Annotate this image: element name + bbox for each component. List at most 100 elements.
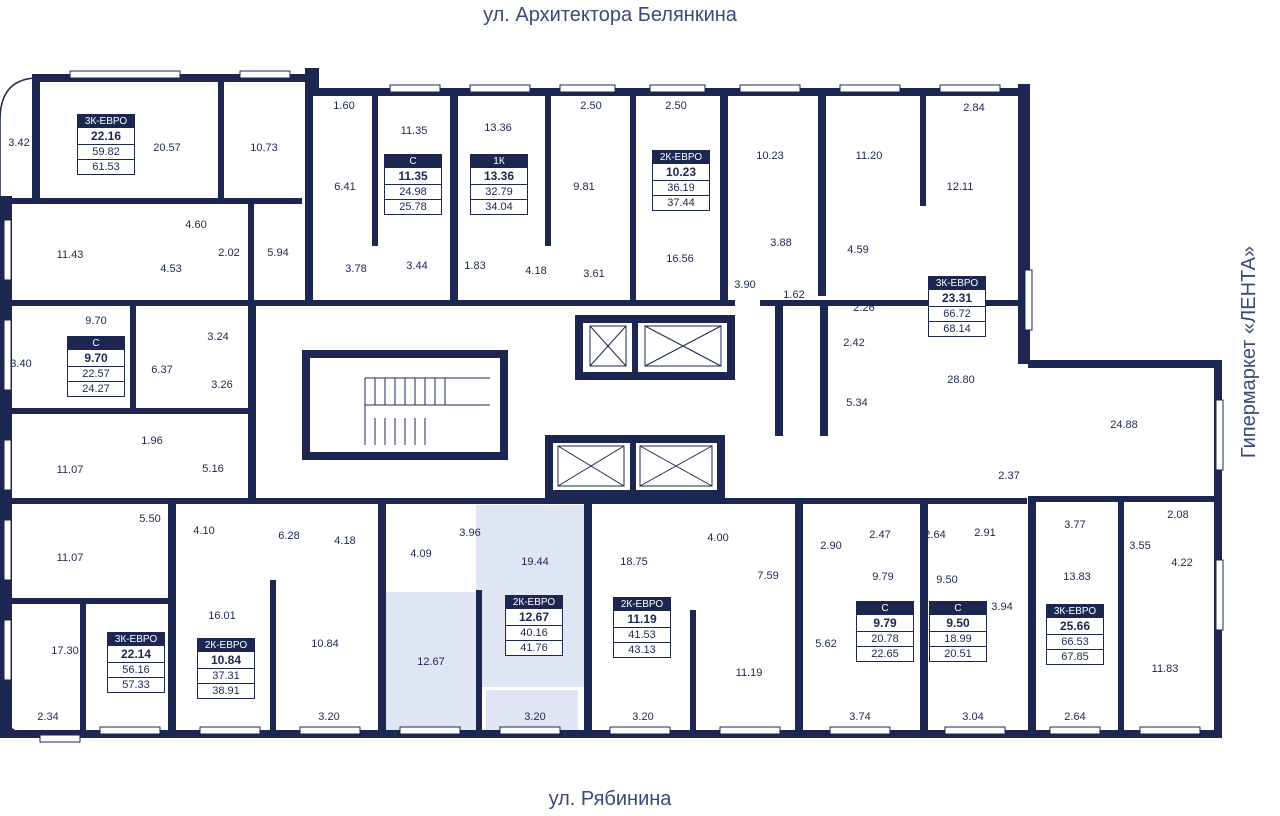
apartment-living-area: 11.35 [385, 168, 441, 185]
room-area: 16.01 [208, 610, 236, 622]
room-area: 5.34 [846, 397, 868, 409]
room-area: 4.09 [410, 548, 432, 560]
room-area: 16.56 [666, 253, 694, 265]
apartment-total-area: 56.16 [108, 663, 164, 678]
apartment-badge[interactable]: 2К-ЕВРО 10.23 36.19 37.44 [652, 150, 710, 211]
apartment-badge[interactable]: 3К-ЕВРО 23.31 66.72 68.14 [928, 276, 986, 337]
room-area: 3.44 [406, 260, 428, 272]
balconies [0, 77, 36, 737]
apartment-total-area: 22.57 [68, 367, 124, 382]
room-area: 3.04 [962, 711, 984, 723]
apartment-badge[interactable]: С 9.70 22.57 24.27 [67, 336, 125, 397]
room-area: 6.37 [151, 364, 173, 376]
room-area: 24.88 [1110, 419, 1138, 431]
apartment-badge[interactable]: 2К-ЕВРО 10.84 37.31 38.91 [197, 638, 255, 699]
room-area: 11.07 [56, 464, 84, 476]
room-area: 3.20 [318, 711, 340, 723]
apartment-badge[interactable]: 3К-ЕВРО 22.14 56.16 57.33 [107, 632, 165, 693]
windows [3, 70, 1224, 743]
apartment-full-area: 22.65 [871, 648, 899, 660]
apartment-full-area: 34.04 [485, 201, 513, 213]
apartment-badge[interactable]: С 9.79 20.78 22.65 [856, 601, 914, 662]
apartment-full-area: 37.44 [667, 197, 695, 209]
apartment-living-area: 9.79 [857, 615, 913, 632]
room-area: 2.34 [37, 711, 59, 723]
apartment-total-area: 24.98 [385, 185, 441, 200]
room-area: 3.90 [734, 279, 756, 291]
room-area: 9.81 [573, 181, 595, 193]
room-area: 1.96 [141, 435, 163, 447]
room-area: 4.00 [707, 532, 729, 544]
apartment-living-area: 12.67 [506, 609, 562, 626]
room-area: 1.62 [783, 289, 805, 301]
apartment-badge[interactable]: 3К-ЕВРО 25.66 66.53 67.85 [1046, 604, 1104, 665]
apartment-badge[interactable]: С 11.35 24.98 25.78 [384, 154, 442, 215]
room-area: 2.84 [963, 102, 985, 114]
apartment-living-area: 25.66 [1047, 618, 1103, 635]
apartment-type: 3К-ЕВРО [929, 277, 985, 290]
room-area: 2.50 [665, 100, 687, 112]
room-area: 2.47 [869, 529, 891, 541]
room-area: 20.57 [153, 142, 181, 154]
apartment-living-area: 9.50 [930, 615, 986, 632]
apartment-living-area: 22.14 [108, 646, 164, 663]
staircase [364, 377, 490, 445]
elevators [557, 325, 722, 487]
room-area: 11.35 [400, 125, 428, 137]
apartment-total-area: 41.53 [614, 628, 670, 643]
room-area: 3.20 [632, 711, 654, 723]
apartment-living-area: 23.31 [929, 290, 985, 307]
room-area: 2.08 [1167, 509, 1189, 521]
room-area: 13.83 [1063, 571, 1091, 583]
room-area: 2.02 [218, 247, 240, 259]
apartment-type: С [930, 602, 986, 615]
street-bottom-label: ул. Рябинина [548, 788, 672, 810]
room-area: 3.74 [849, 711, 871, 723]
apartment-total-area: 37.31 [198, 669, 254, 684]
room-area: 5.94 [267, 247, 289, 259]
room-area: 9.79 [872, 571, 894, 583]
room-area: 5.50 [139, 513, 161, 525]
room-area: 2.37 [998, 470, 1020, 482]
room-area: 4.60 [185, 219, 207, 231]
apartment-type: 3К-ЕВРО [78, 115, 134, 128]
apartment-type: 2К-ЕВРО [653, 151, 709, 164]
apartment-total-area: 40.16 [506, 626, 562, 641]
room-area: 3.77 [1064, 519, 1086, 531]
apartment-type: С [857, 602, 913, 615]
apartment-full-area: 38.91 [212, 685, 240, 697]
apartment-type: 2К-ЕВРО [198, 639, 254, 652]
room-area: 9.50 [936, 574, 958, 586]
room-area: 6.41 [334, 181, 356, 193]
apartment-total-area: 59.82 [78, 145, 134, 160]
room-area: 5.16 [202, 463, 224, 475]
room-area: 11.07 [56, 552, 84, 564]
apartment-total-area: 18.99 [930, 632, 986, 647]
room-area: 2.50 [580, 100, 602, 112]
apartment-badge[interactable]: 2К-ЕВРО 11.19 41.53 43.13 [613, 597, 671, 658]
apartment-full-area: 41.76 [520, 642, 548, 654]
apartment-type: 3К-ЕВРО [1047, 605, 1103, 618]
apartment-badge[interactable]: 2К-ЕВРО 12.67 40.16 41.76 [505, 595, 563, 656]
room-area: 12.67 [417, 656, 445, 668]
room-area: 3.96 [459, 527, 481, 539]
room-area: 3.20 [524, 711, 546, 723]
apartment-living-area: 10.23 [653, 164, 709, 181]
room-area: 4.10 [193, 525, 215, 537]
apartment-type: 2К-ЕВРО [614, 598, 670, 611]
apartment-total-area: 32.79 [471, 185, 527, 200]
apartment-badge[interactable]: С 9.50 18.99 20.51 [929, 601, 987, 662]
apartment-type: 1К [471, 155, 527, 168]
room-area: 3.26 [211, 379, 233, 391]
room-area: 1.60 [333, 100, 355, 112]
apartment-full-area: 43.13 [628, 644, 656, 656]
apartment-badge[interactable]: 1К 13.36 32.79 34.04 [470, 154, 528, 215]
apartment-badge[interactable]: 3К-ЕВРО 22.16 59.82 61.53 [77, 114, 135, 175]
room-area: 3.78 [345, 263, 367, 275]
room-area: 4.18 [525, 265, 547, 277]
apartment-total-area: 66.72 [929, 307, 985, 322]
room-area: 3.40 [10, 358, 32, 370]
room-area: 6.28 [278, 530, 300, 542]
room-area: 11.43 [56, 249, 84, 261]
room-area: 11.19 [735, 667, 763, 679]
